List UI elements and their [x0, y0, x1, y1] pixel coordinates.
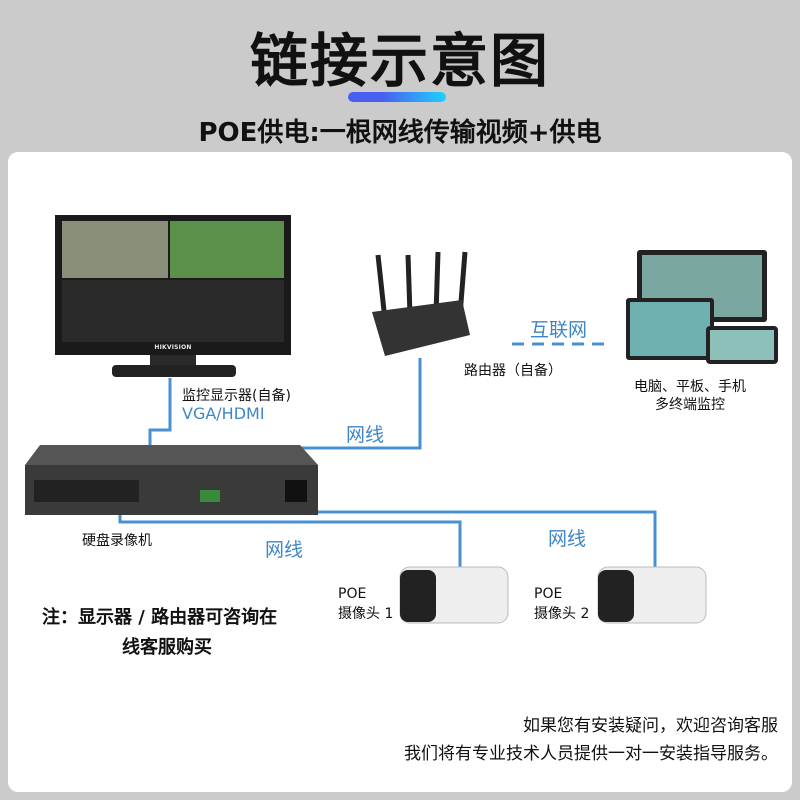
wire-label-cam1: 网线 — [265, 539, 304, 561]
footer-line-2: 我们将有专业技术人员提供一对一安装指导服务。 — [404, 744, 778, 764]
camera1-label-1: POE — [338, 586, 367, 602]
clients-label-2: 多终端监控 — [655, 397, 725, 413]
camera1-image — [399, 566, 509, 624]
monitor-image — [55, 215, 291, 377]
router-image — [372, 251, 470, 356]
note-line-1: 注：显示器 / 路由器可咨询在 — [42, 607, 278, 628]
monitor-brand-logo: HIKVISION — [154, 344, 192, 351]
wire-label-cam2: 网线 — [548, 528, 587, 550]
title-accent-bar — [348, 92, 446, 102]
wire-label-router: 网线 — [346, 424, 385, 446]
router-label: 路由器（自备） — [464, 363, 562, 379]
note-line-2: 线客服购买 — [122, 637, 212, 658]
clients-image — [626, 250, 778, 364]
camera2-image — [597, 566, 707, 624]
nvr-image — [25, 445, 318, 515]
nvr-label: 硬盘录像机 — [82, 533, 152, 549]
monitor-cable-label: VGA/HDMI — [182, 404, 265, 423]
footer-line-1: 如果您有安装疑问，欢迎咨询客服 — [523, 716, 778, 736]
camera1-label-2: 摄像头 1 — [338, 606, 394, 622]
monitor-label: 监控显示器(自备) — [182, 388, 291, 404]
camera2-label-2: 摄像头 2 — [534, 606, 590, 622]
clients-label-1: 电脑、平板、手机 — [634, 379, 746, 395]
camera2-label-1: POE — [534, 586, 563, 602]
page-subtitle: POE供电:一根网线传输视频+供电 — [198, 118, 602, 148]
internet-label: 互联网 — [530, 319, 588, 341]
page-title: 链接示意图 — [249, 27, 550, 95]
